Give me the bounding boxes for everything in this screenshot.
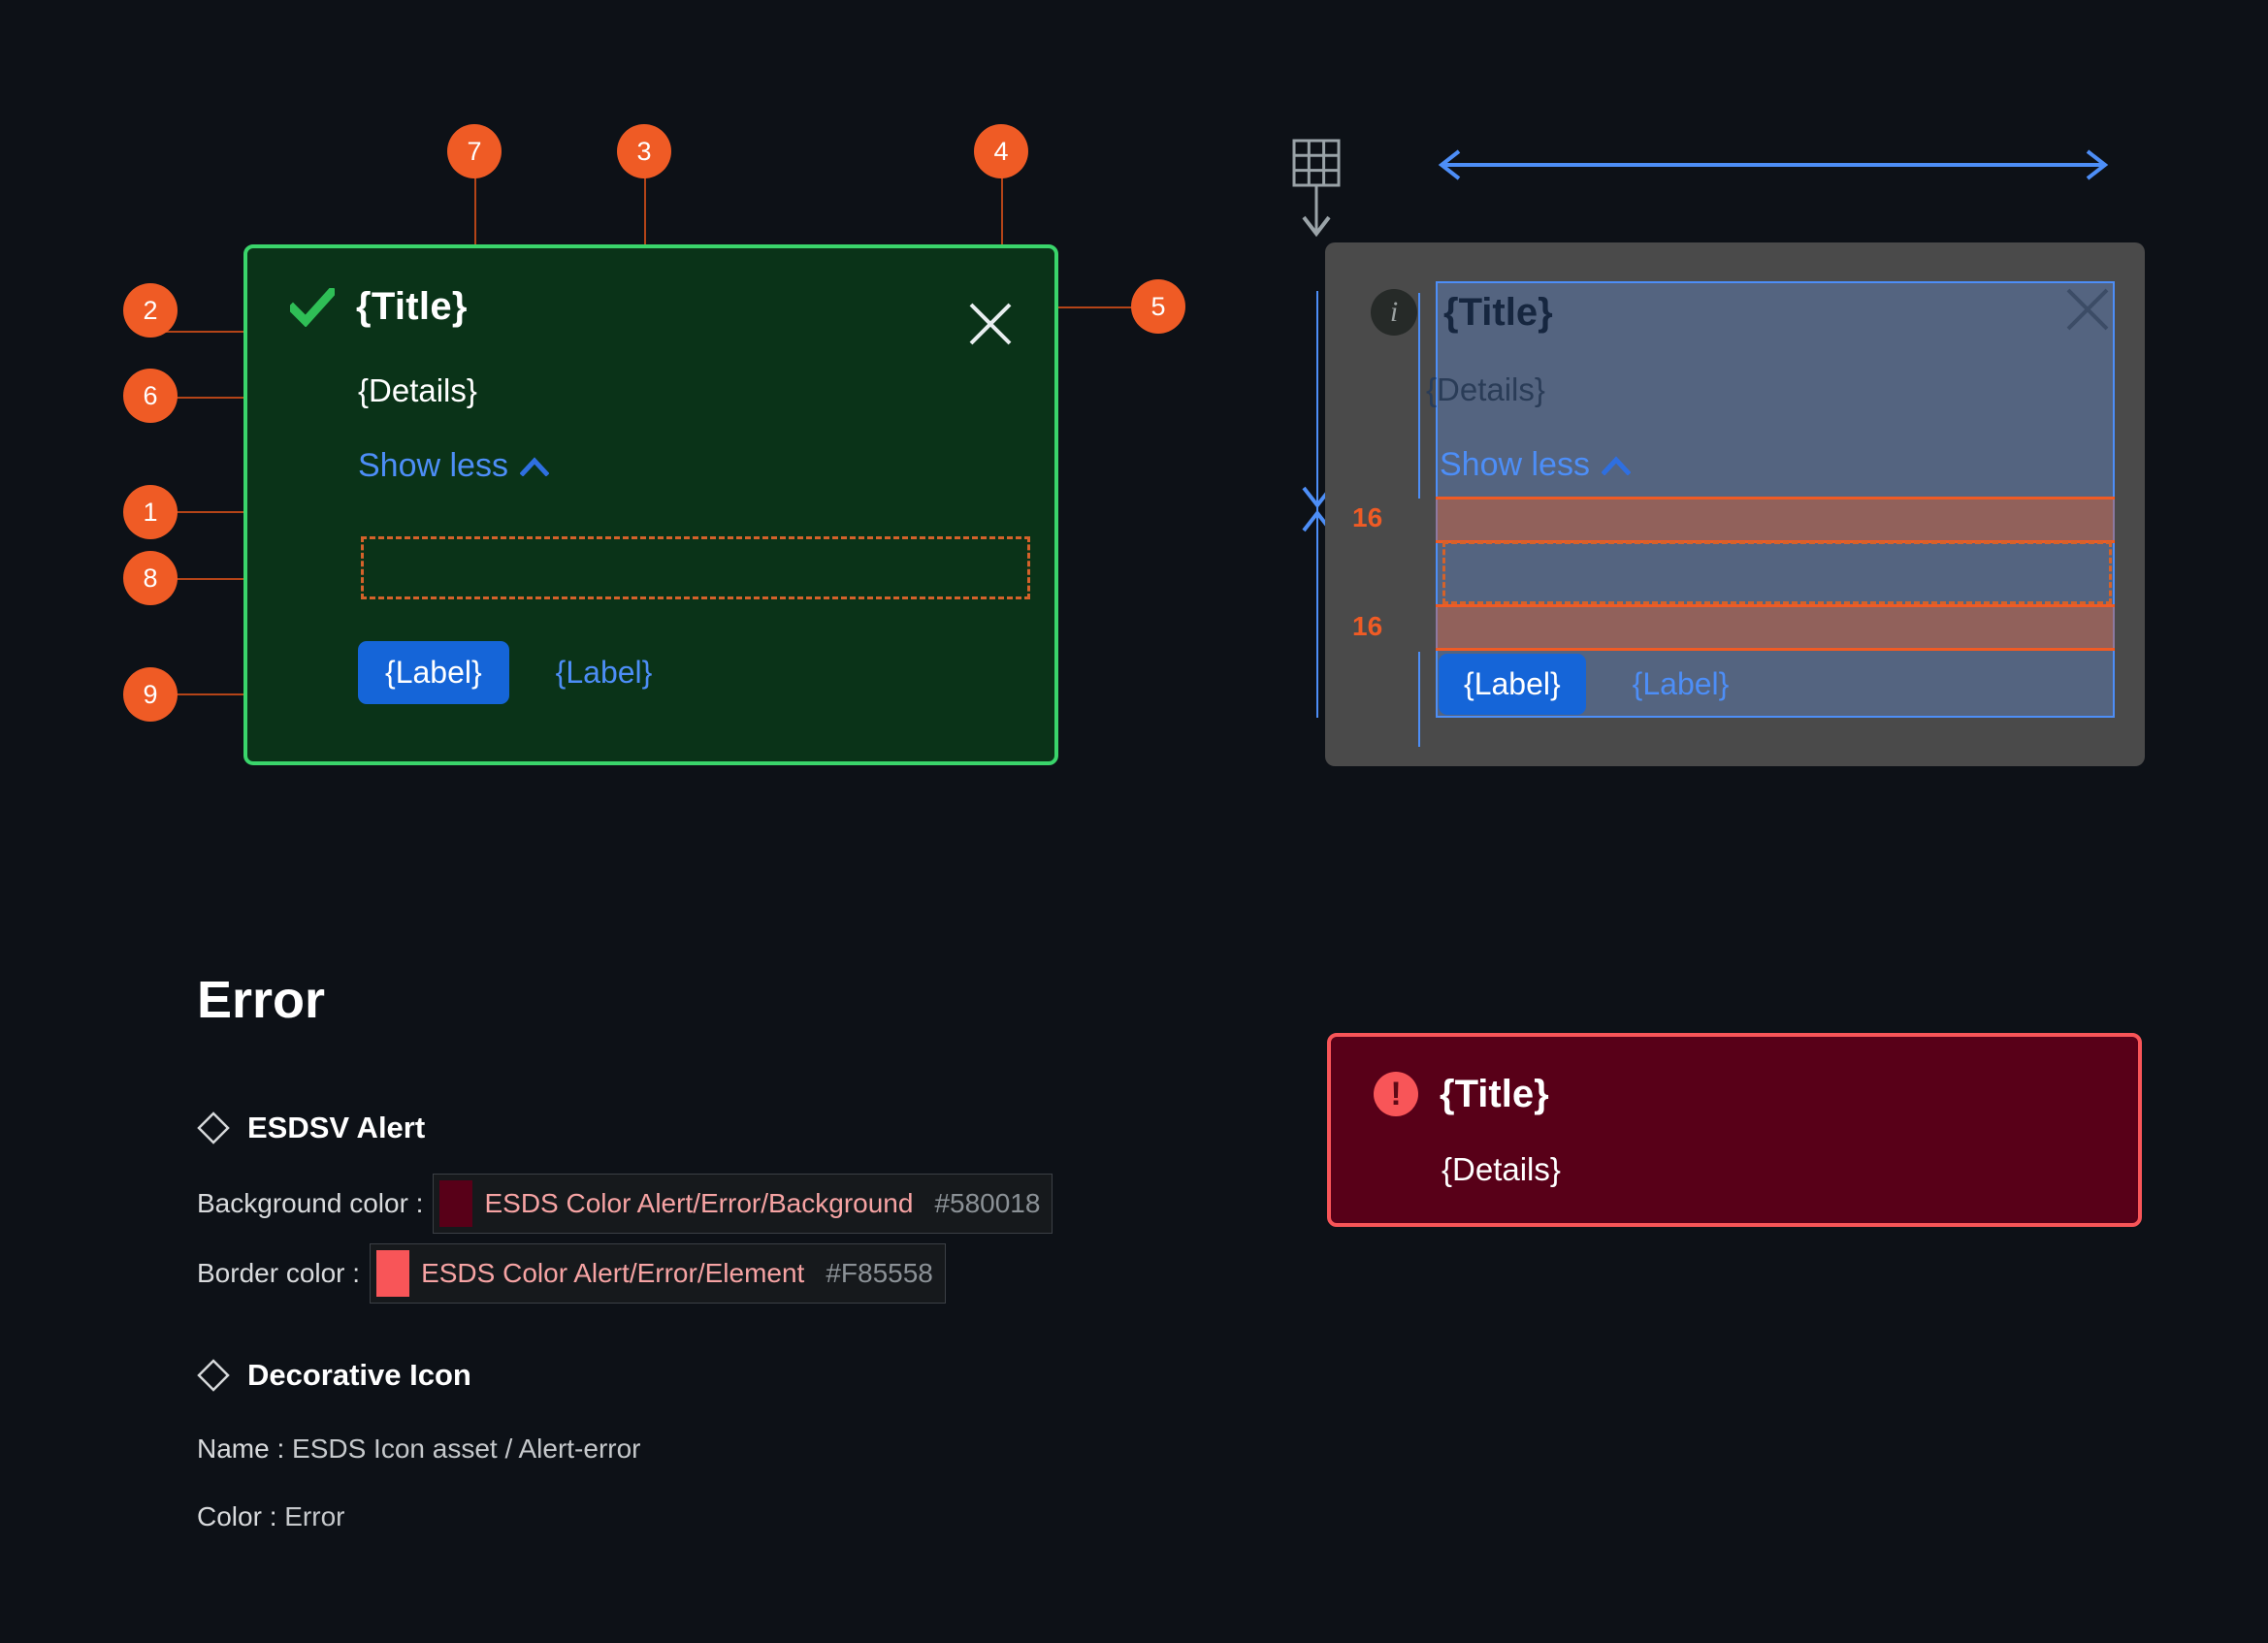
callout-number: 9 (143, 679, 158, 709)
inner-height-rail (1418, 293, 1420, 499)
callout-badge-4: 4 (974, 124, 1028, 178)
alert-header: {Title} (290, 285, 468, 329)
leader-line-5 (1021, 306, 1132, 308)
leader-line-1 (156, 511, 248, 513)
color-swatch (376, 1250, 410, 1297)
color-token-chip[interactable]: ESDS Color Alert/Error/Background #58001… (433, 1174, 1053, 1234)
subsection-title-esdsv-alert: ESDSV Alert (197, 1111, 425, 1145)
check-icon (290, 287, 335, 327)
callout-badge-1: 1 (123, 485, 178, 539)
spec-alert-actions: {Label} {Label} (1439, 654, 1746, 715)
spacing-band-top (1436, 497, 2115, 543)
callout-badge-9: 9 (123, 667, 178, 722)
spec-secondary-action-button[interactable]: {Label} (1615, 654, 1747, 715)
spec-show-less-toggle[interactable]: Show less (1440, 446, 1631, 484)
property-label: Name : (197, 1434, 285, 1464)
spacing-value-top: 16 (1352, 502, 1383, 532)
callout-number: 3 (636, 136, 652, 166)
callout-number: 4 (993, 136, 1009, 166)
callout-number: 2 (143, 295, 158, 325)
page-section-title: Error (197, 971, 326, 1029)
property-row-background-color: Background color : ESDS Color Alert/Erro… (197, 1174, 1053, 1234)
property-row-icon-name: Name : ESDS Icon asset / Alert-error (197, 1434, 641, 1465)
spec-alert-details: {Details} (1426, 371, 1545, 407)
callout-number: 6 (143, 380, 158, 410)
error-alert-title: {Title} (1440, 1072, 1549, 1115)
secondary-action-button[interactable]: {Label} (538, 641, 670, 704)
property-label: Border color : (197, 1258, 361, 1288)
spec-content-slot (1442, 541, 2112, 604)
error-alert-details: {Details} (1442, 1151, 1561, 1187)
success-alert-card: {Title} {Details} Show less {Label} {Lab… (243, 244, 1058, 765)
diamond-icon (197, 1359, 230, 1392)
color-swatch (439, 1180, 473, 1227)
spec-primary-action-button[interactable]: {Label} (1439, 654, 1586, 715)
callout-number: 7 (467, 136, 482, 166)
info-icon: i (1371, 289, 1417, 336)
callout-badge-8: 8 (123, 551, 178, 605)
button-height-rail (1418, 652, 1420, 747)
token-name: ESDS Color Alert/Error/Element (421, 1258, 805, 1288)
alert-details: {Details} (358, 372, 477, 408)
property-value: Error (284, 1501, 345, 1531)
callout-number: 8 (143, 563, 158, 593)
property-label: Background color : (197, 1188, 424, 1218)
subsection-title-decorative-icon: Decorative Icon (197, 1358, 471, 1393)
show-less-label: Show less (358, 447, 508, 484)
width-measure-arrow (1434, 145, 2113, 189)
token-name: ESDS Color Alert/Error/Background (484, 1188, 914, 1218)
primary-action-button[interactable]: {Label} (358, 641, 509, 704)
alert-actions: {Label} {Label} (358, 641, 669, 704)
grid-distribute-icon (1290, 138, 1350, 247)
leader-line-2 (156, 331, 282, 333)
spec-selection-overlay (1436, 281, 2115, 718)
token-hex: #580018 (934, 1188, 1041, 1218)
callout-number: 5 (1150, 291, 1166, 321)
property-row-icon-color: Color : Error (197, 1501, 344, 1532)
spec-close-icon[interactable] (2062, 284, 2113, 339)
close-icon[interactable] (965, 299, 1016, 354)
leader-line-4 (1001, 177, 1003, 304)
callout-badge-6: 6 (123, 369, 178, 423)
token-hex: #F85558 (826, 1258, 933, 1288)
content-slot-placeholder (361, 536, 1030, 599)
error-alert-card: ! {Title} {Details} (1327, 1033, 2142, 1227)
spec-alert-title: {Title} (1443, 291, 1553, 334)
spec-show-less-label: Show less (1440, 446, 1590, 483)
property-value: ESDS Icon asset / Alert-error (292, 1434, 641, 1464)
color-token-chip[interactable]: ESDS Color Alert/Error/Element #F85558 (370, 1243, 946, 1304)
outer-height-rail (1316, 291, 1318, 718)
chevron-up-icon (1601, 455, 1631, 475)
callout-badge-7: 7 (447, 124, 502, 178)
spacing-value-bottom: 16 (1352, 611, 1383, 641)
subsection-label: ESDSV Alert (247, 1111, 426, 1144)
callout-badge-2: 2 (123, 283, 178, 338)
show-less-toggle[interactable]: Show less (358, 447, 549, 485)
callout-number: 1 (143, 497, 158, 527)
info-icon-glyph: i (1389, 296, 1399, 328)
error-alert-header: ! {Title} (1374, 1072, 1549, 1116)
property-row-border-color: Border color : ESDS Color Alert/Error/El… (197, 1243, 946, 1304)
callout-badge-5: 5 (1131, 279, 1185, 334)
diamond-icon (197, 1111, 230, 1144)
alert-error-glyph: ! (1390, 1075, 1402, 1112)
callout-badge-3: 3 (617, 124, 671, 178)
alert-error-icon: ! (1374, 1072, 1418, 1116)
subsection-label: Decorative Icon (247, 1358, 471, 1392)
chevron-up-icon (519, 456, 549, 476)
spacing-band-bottom (1436, 604, 2115, 651)
leader-line-3 (644, 177, 646, 294)
property-label: Color : (197, 1501, 277, 1531)
alert-title: {Title} (356, 285, 468, 328)
